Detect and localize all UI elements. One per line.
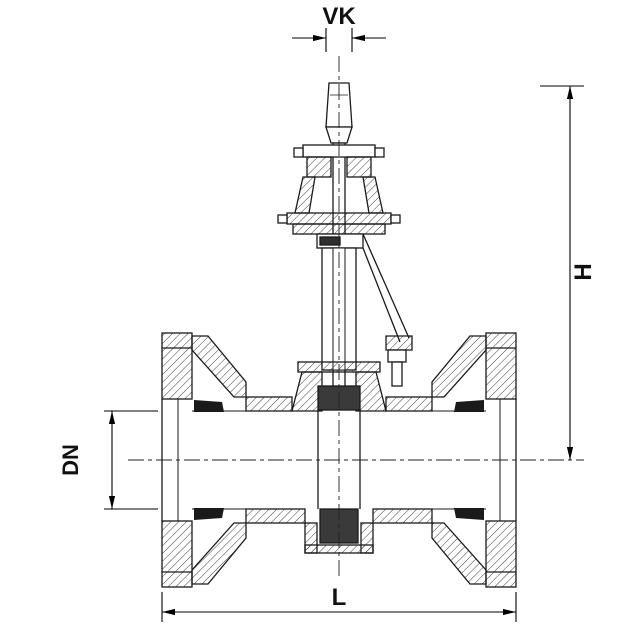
dimension-group [104,28,584,622]
body-neck-left [291,371,323,412]
bell-top-right [431,335,487,398]
dimension-label-l: L [332,584,347,611]
yoke-brace [362,233,413,387]
dimension-l [161,592,517,622]
bonnet-wall-right [362,176,384,214]
bell-bottom-left [191,522,247,585]
dimension-dn [104,410,158,510]
pipe-walls [192,396,486,524]
flange-left [161,332,193,588]
dimension-label-h: H [570,263,597,280]
bonnet-wall-left [294,176,316,214]
socket-gaskets [194,400,484,520]
indicator-bracket [316,233,364,249]
valve-outline-group [161,82,517,588]
bell-bottom-right [431,522,487,585]
packing-gland-left [306,156,332,178]
dimension-vk [292,28,386,52]
packing-gland-right [346,156,372,178]
bell-top-left [191,335,247,398]
dimension-h [540,85,584,460]
dimension-label-dn: DN [58,444,83,476]
centerlines [128,56,584,576]
flange-right [485,332,517,588]
dimension-label-vk: VK [322,3,356,30]
